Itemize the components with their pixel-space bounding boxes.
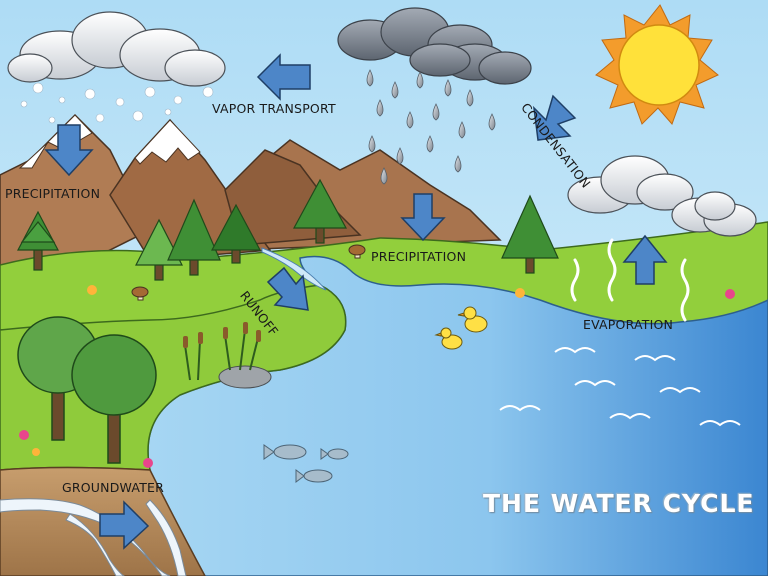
diagram-title: THE WATER CYCLE [483,489,755,518]
condensation-arrow [532,94,577,141]
deciduous-trees [17,316,157,464]
fish [263,444,349,483]
precipitation-arrow-center [400,193,446,242]
groundwater-arrow [99,500,150,550]
vapor-transport-arrow [256,53,311,101]
cattails [183,322,261,348]
runoff-arrow [266,266,309,311]
label-groundwater: GROUNDWATER [62,480,165,495]
reeds [184,329,259,381]
cloud-right [567,155,757,237]
label-precipitation-center: PRECIPITATION [371,249,467,264]
evaporation-arrow [622,234,668,285]
rock [218,365,272,389]
river [261,247,327,291]
sun [595,4,719,125]
snowflakes [20,82,214,124]
groundwater-channel-2 [65,513,125,576]
groundwater-channel-3 [145,499,187,576]
raindrops [366,69,496,185]
precipitation-arrow-left [44,124,94,177]
waves [499,347,741,427]
evaporation-steam [570,238,690,322]
label-evaporation: EVAPORATION [583,317,674,332]
snow-cap-center [134,119,201,165]
cloud-left [7,11,226,87]
flowers [19,285,735,468]
grass-field [0,221,768,331]
pine-trees [17,178,559,281]
mushrooms [131,244,366,301]
label-precipitation-left: PRECIPITATION [5,186,101,201]
label-vapor-transport: VAPOR TRANSPORT [212,101,336,116]
rain-cloud [337,7,532,85]
ducks [434,306,488,350]
groundwater-channel [0,498,171,576]
arrows [44,53,668,550]
